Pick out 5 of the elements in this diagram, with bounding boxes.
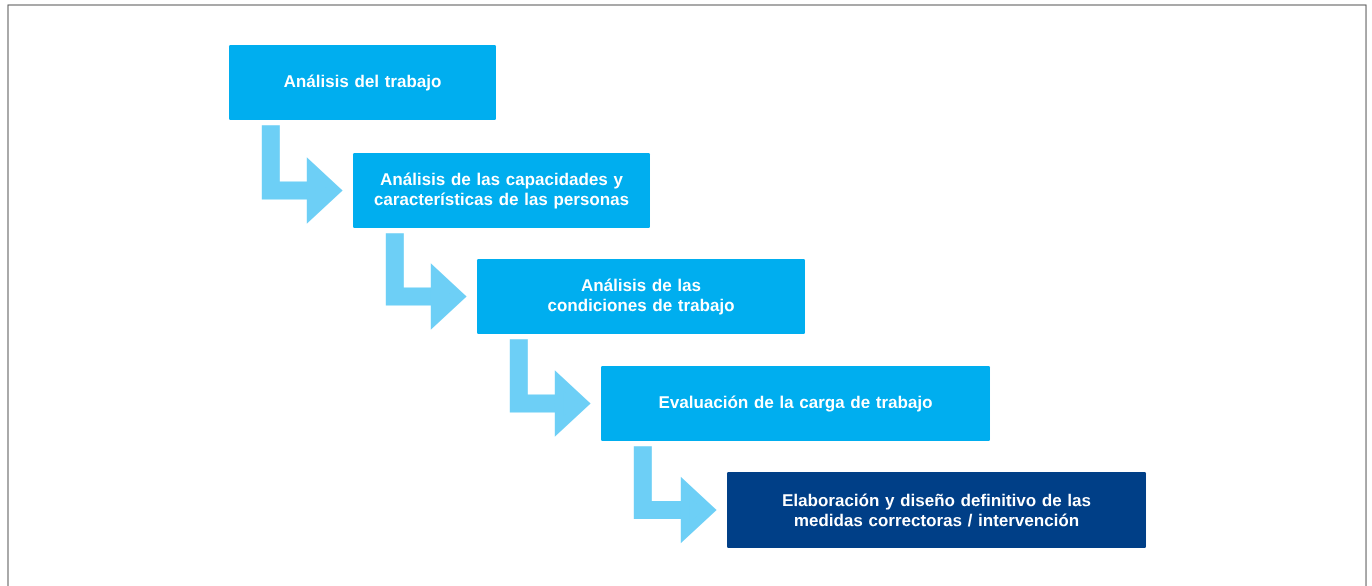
process-box: Análisis de las capacidades y características de las personas [353,153,650,228]
process-box: Evaluación de la carga de trabajo [601,366,990,441]
process-box: Análisis del trabajo [229,45,496,120]
process-box: Análisis de las condiciones de trabajo [477,259,805,334]
process-box: Elaboración y diseño definitivo de las medidas correctoras / intervención [727,472,1146,548]
